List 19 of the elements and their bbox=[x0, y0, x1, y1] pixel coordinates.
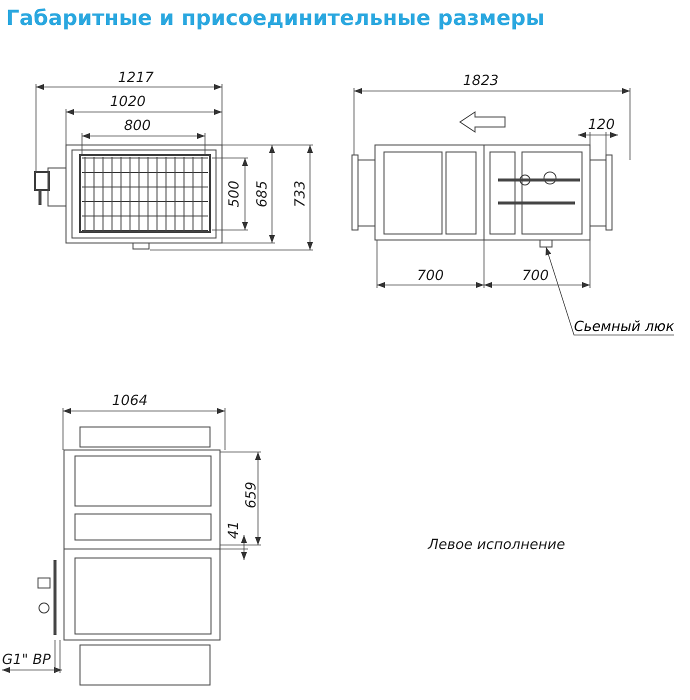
dimension-label: 700 bbox=[417, 268, 444, 284]
dimension-label: 120 bbox=[588, 117, 615, 133]
dimension-label: 685 bbox=[254, 180, 270, 208]
dimension-label: G1" ВР bbox=[2, 652, 51, 668]
note: Левое исполнение bbox=[428, 537, 566, 553]
dimension-label: 800 bbox=[124, 118, 151, 134]
removable-hatch bbox=[540, 240, 552, 248]
dimension-label: 733 bbox=[292, 180, 308, 208]
dimension-label: 1064 bbox=[112, 393, 148, 409]
dimension-label: 1217 bbox=[118, 70, 154, 86]
dimension-label: 500 bbox=[226, 180, 242, 208]
dimension-label: 700 bbox=[522, 268, 549, 284]
dimension-label: 41 bbox=[226, 521, 242, 539]
title: Габаритные и присоединительные размеры bbox=[6, 6, 545, 30]
dimension-label: 1020 bbox=[110, 94, 146, 110]
leader-line bbox=[546, 246, 674, 336]
callout-label: Сьемный люк bbox=[574, 319, 674, 335]
dimension-label: 1823 bbox=[463, 73, 499, 89]
dimension-label: 659 bbox=[243, 482, 260, 508]
